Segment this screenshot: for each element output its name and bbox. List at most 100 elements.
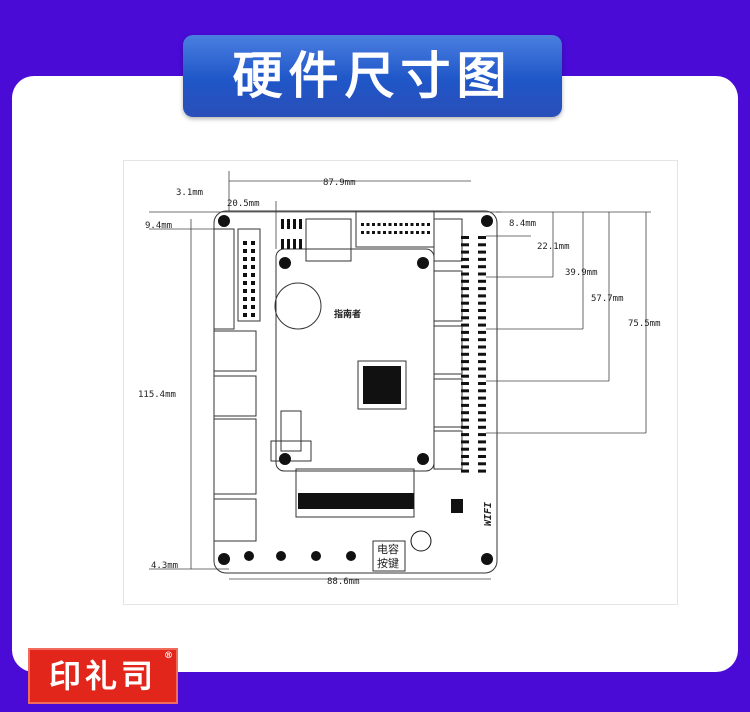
pin [478,440,486,444]
pin [293,239,296,249]
pin [371,497,373,499]
pin [461,330,469,334]
header-pins [243,219,486,499]
cap-button-label-2: 按键 [377,556,399,570]
pin [461,433,469,437]
pin [346,497,348,499]
pin [478,309,486,312]
pin [399,223,403,226]
pin [461,250,469,254]
core-module [275,248,435,472]
pin [478,352,486,356]
pin [251,289,255,293]
pin [478,433,486,437]
pin [401,497,403,499]
pin [478,367,486,371]
pin [351,497,353,499]
pin [251,241,255,245]
pin [478,294,486,298]
dim-right-4: 57.7mm [591,294,624,304]
pin [377,231,381,234]
pin [336,497,338,499]
pin [243,313,247,317]
pin [461,389,469,393]
pin [478,403,486,407]
pin [461,294,469,298]
pin [243,265,247,269]
pin [405,231,408,234]
pin [461,279,469,283]
pin [316,497,318,499]
pin [396,497,398,499]
pin [416,223,419,226]
pin [461,469,469,473]
pin [287,239,290,249]
pin [366,231,370,234]
pin [386,497,388,499]
pin [251,281,255,285]
pin [391,497,393,499]
pin [461,396,469,400]
pin [410,223,414,226]
pin [461,243,469,247]
pin [394,223,397,226]
pin [478,236,486,239]
pin [478,455,486,458]
pin [478,250,486,254]
brand-name: 印礼司 [48,657,157,695]
pin [376,497,378,499]
pin [478,360,486,364]
pin [331,497,333,499]
dim-height-left: 115.4mm [138,390,176,400]
pin [372,231,375,234]
pin [421,223,425,226]
pin [388,223,392,226]
pin [243,289,247,293]
brand-logo: 印礼司 ® [28,648,178,704]
dim-bottom-offset: 4.3mm [151,561,178,571]
pin [243,257,247,261]
dim-width-top: 87.9mm [323,178,356,188]
pin [243,305,247,309]
pin [293,219,296,229]
pin [478,411,486,415]
pin [251,313,255,317]
pin [421,231,425,234]
pin [478,425,486,429]
pin [461,265,469,269]
pin [478,257,486,261]
pin [381,497,383,499]
pin [478,330,486,334]
pin [281,219,284,229]
pin [287,219,290,229]
pin [478,265,486,269]
pin [461,403,469,407]
pin [361,497,363,499]
page-title: 硬件尺寸图 [183,35,562,117]
dim-top-offset: 9.4mm [145,221,172,231]
pin [406,497,408,499]
pin [427,231,430,234]
pin [478,345,486,349]
pin [461,257,469,261]
pin [478,272,486,276]
pin [478,279,486,283]
cap-button-label-1: 电容 [377,542,399,556]
pin [461,338,469,342]
dim-left-offset: 3.1mm [176,188,203,198]
pin [306,497,308,499]
pin [478,462,486,466]
pin [461,367,469,371]
pin [461,382,469,385]
pin [461,425,469,429]
pin [461,455,469,458]
pin [478,382,486,385]
pin [461,462,469,466]
pin [461,309,469,312]
pin [356,497,358,499]
dim-right-1: 8.4mm [509,219,536,229]
pin [341,497,343,499]
pin [478,447,486,451]
pin [251,273,255,277]
pin [361,231,364,234]
